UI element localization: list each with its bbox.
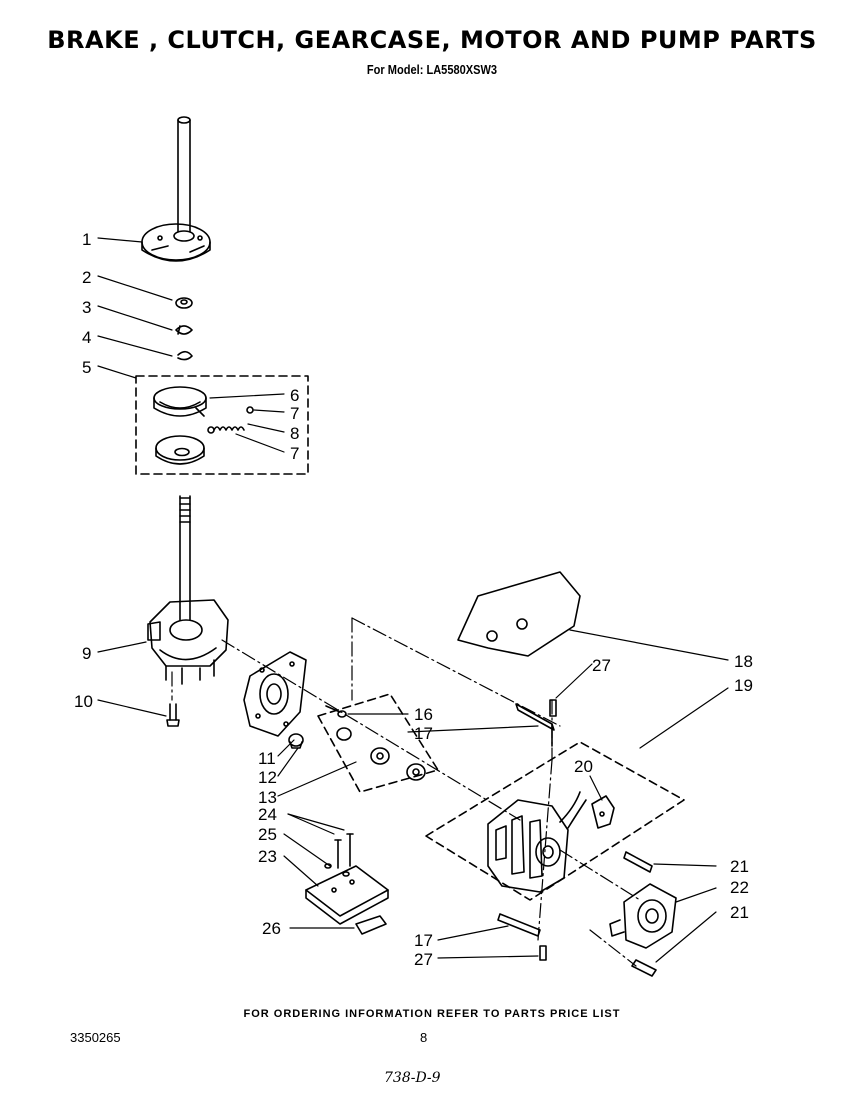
part-11-pump-housing (243, 651, 307, 737)
callout-21a: 21 (730, 857, 749, 876)
part-12-cap (288, 733, 304, 749)
callout-18: 18 (734, 652, 753, 671)
part-24-bolts (334, 833, 354, 869)
callout-11: 11 (258, 749, 276, 768)
part-17-bracket-upper (515, 703, 555, 747)
callout-5: 5 (82, 358, 91, 377)
ordering-note: FOR ORDERING INFORMATION REFER TO PARTS … (243, 1008, 621, 1020)
handwritten-code: 738-D-9 (384, 1070, 441, 1086)
assembly-centerlines (171, 617, 641, 967)
model-subtitle: For Model: LA5580XSW3 (366, 62, 498, 77)
callout-1: 1 (82, 230, 91, 249)
callout-22: 22 (730, 878, 749, 897)
part-19-motor-outline (425, 741, 685, 901)
part-2-washer (175, 297, 193, 309)
callout-9: 9 (82, 644, 91, 663)
part-18-shield (457, 571, 581, 657)
callout-21b: 21 (730, 903, 749, 922)
callout-10: 10 (74, 692, 93, 711)
part-20-switch (591, 795, 615, 829)
callout-2: 2 (82, 268, 91, 287)
coupling-pieces (336, 727, 426, 781)
part-8-spring (207, 406, 254, 434)
callout-16: 16 (414, 705, 433, 724)
callout-19: 19 (734, 676, 753, 695)
part-7-clutch-disc (155, 435, 205, 465)
callout-12: 12 (258, 768, 277, 787)
callout-25: 25 (258, 825, 277, 844)
callout-27a: 27 (592, 656, 611, 675)
callout-8: 8 (290, 424, 299, 443)
part-25-washers (324, 863, 350, 877)
part-21-clip-lower (631, 959, 657, 977)
part-16-coupling-pin (325, 705, 347, 718)
callout-20: 20 (574, 757, 593, 776)
part-21-clip-upper (623, 851, 653, 873)
part-26-grommet (355, 915, 387, 935)
callout-13: 13 (258, 788, 277, 807)
callout-27b: 27 (414, 950, 433, 969)
callout-labels: 1 2 3 4 5 6 7 8 7 9 10 11 12 13 16 17 18… (74, 230, 753, 969)
part-23-mount-bracket (305, 865, 389, 925)
part-5-clutch-kit-box (135, 375, 309, 475)
part-22-pump (609, 883, 677, 949)
document-number: 3350265 (70, 1030, 121, 1045)
upper-shaft (177, 116, 191, 233)
leader-lines (97, 237, 729, 963)
callout-6: 6 (290, 386, 299, 405)
page-title: BRAKE , CLUTCH, GEARCASE, MOTOR AND PUMP… (47, 26, 817, 54)
part-4-clip (177, 350, 193, 361)
callout-7a: 7 (290, 404, 299, 423)
callout-24: 24 (258, 805, 277, 824)
page-number: 8 (420, 1030, 428, 1045)
lower-shaft (179, 495, 191, 621)
part-3-ring (175, 325, 193, 335)
callout-26: 26 (262, 919, 281, 938)
callout-7b: 7 (290, 444, 299, 463)
part-6-clutch-ring (153, 386, 207, 417)
part-1-hub (141, 223, 211, 262)
part-27-screw-lower (539, 945, 547, 961)
part-10-bolt (166, 703, 180, 727)
motor-body (487, 791, 587, 893)
callout-3: 3 (82, 298, 91, 317)
callout-17b: 17 (414, 931, 433, 950)
callout-17a: 17 (414, 724, 433, 743)
part-17-bracket-lower (497, 913, 541, 937)
part-9-gearcase (147, 599, 229, 685)
callout-23: 23 (258, 847, 277, 866)
part-27-screw-upper (549, 699, 557, 717)
callout-4: 4 (82, 328, 91, 347)
